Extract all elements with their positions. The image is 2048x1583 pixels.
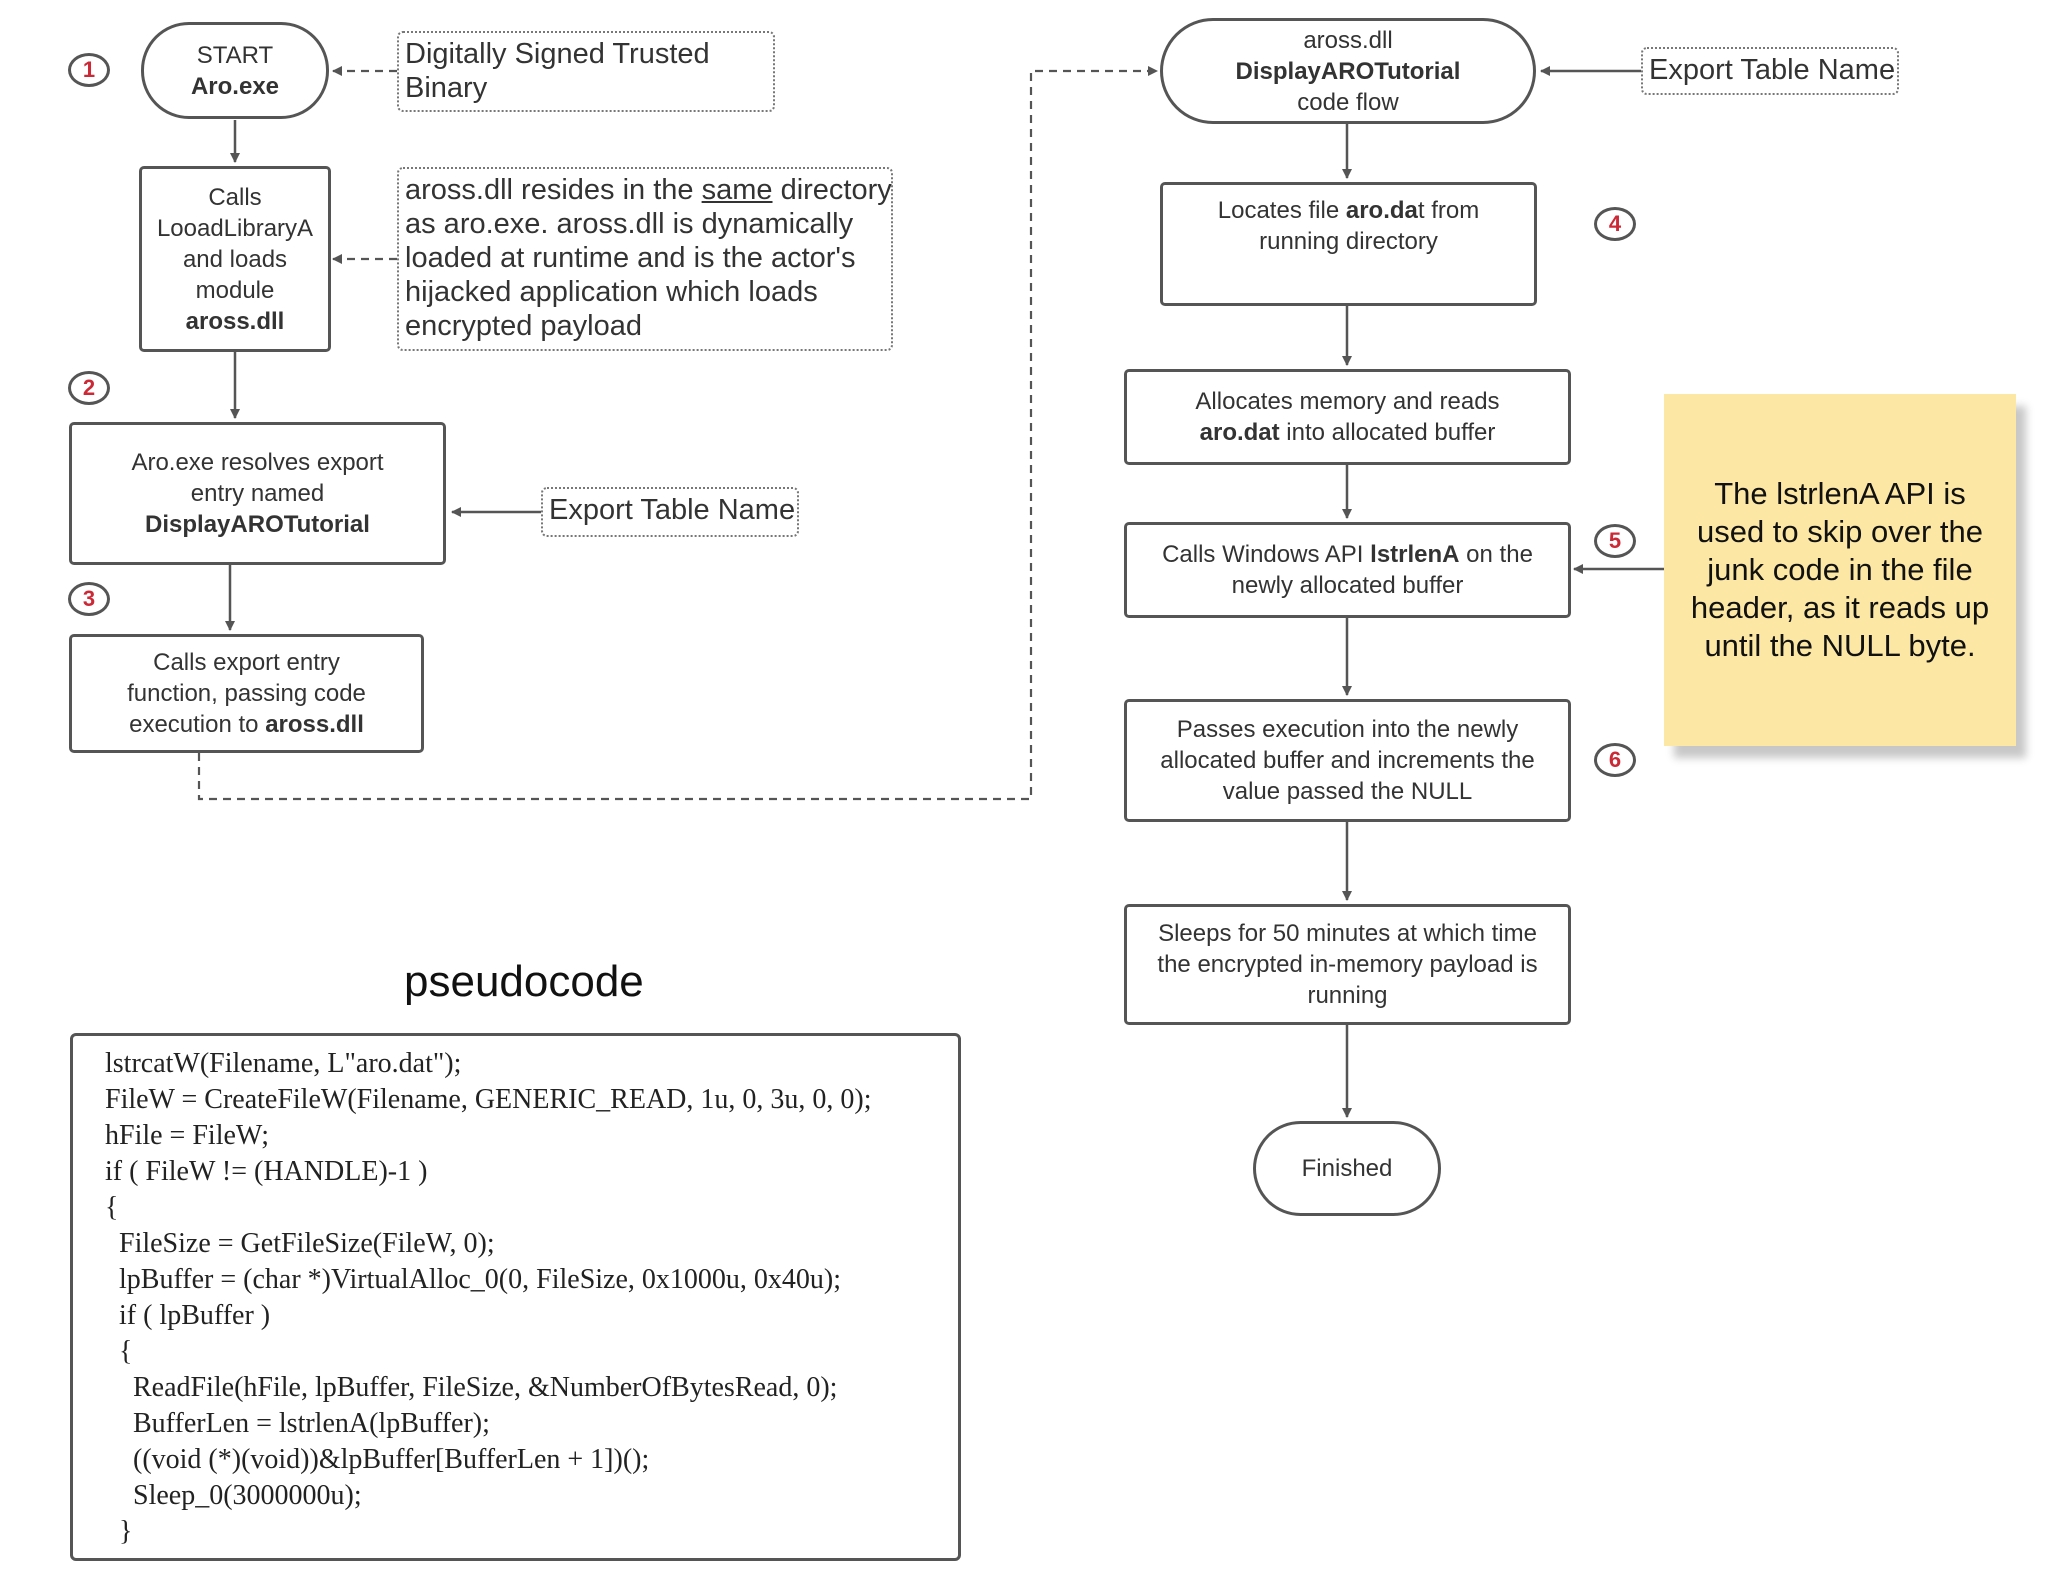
code-line: if ( lpBuffer ): [105, 1300, 271, 1331]
pass-line-1: Passes execution into the newly: [1176, 716, 1519, 743]
code-line: ((void (*)(void))&lpBuffer[BufferLen + 1…: [105, 1444, 650, 1475]
step-badge-3: 3: [68, 582, 110, 616]
code-line: {: [105, 1336, 133, 1367]
step-badge-5: 5: [1594, 524, 1636, 558]
allocate-suffix: into allocated buffer: [1279, 419, 1496, 446]
locate-line-1: Locates file aro.dat from: [1218, 195, 1479, 226]
allocate-memory-node: Allocates memory and reads aro.dat into …: [1124, 369, 1571, 465]
resolve-export-node: Aro.exe resolves export entry named Disp…: [69, 422, 446, 565]
lstrlena-line-1: Calls Windows API lstrlenA on the: [1162, 539, 1533, 570]
code-line: BufferLen = lstrlenA(lpBuffer);: [105, 1408, 490, 1439]
code-line: if ( FileW != (HANDLE)-1 ): [105, 1156, 428, 1187]
resolve-line-2: entry named: [190, 480, 325, 507]
sleep-node: Sleeps for 50 minutes at which time the …: [1124, 904, 1571, 1025]
finished-node: Finished: [1253, 1121, 1441, 1216]
allocate-line-2: aro.dat into allocated buffer: [1200, 417, 1496, 448]
pseudocode-title: pseudocode: [404, 957, 644, 1006]
sleep-line-1: Sleeps for 50 minutes at which time: [1158, 920, 1537, 947]
dll-entry-node: aross.dll DisplayAROTutorial code flow: [1160, 18, 1536, 124]
locate-file-node: Locates file aro.dat from running direct…: [1160, 182, 1537, 306]
export-table-name-note-right: Export Table Name: [1641, 47, 1899, 95]
export-table-name-note-left: Export Table Name: [541, 487, 799, 537]
hijack-note-line-4: hijacked application which loads: [405, 276, 818, 308]
hijack-note-line-1-before: aross.dll resides in the: [405, 174, 702, 206]
dashed-cross-flow-connector: [197, 66, 1158, 801]
loadlibrary-line-4: module: [195, 276, 275, 304]
start-binary-name: Aro.exe: [190, 72, 280, 100]
signed-note-line-1: Digitally Signed Trusted: [405, 38, 710, 70]
signed-note-line-2: Binary: [405, 72, 488, 104]
loadlibrary-line-3: and loads: [182, 245, 288, 273]
loadlibrary-node: Calls LooadLibraryA and loads module aro…: [139, 166, 331, 352]
step-badge-1: 1: [68, 53, 110, 87]
code-line: FileW = CreateFileW(Filename, GENERIC_RE…: [105, 1084, 872, 1115]
loadlibrary-module-name: aross.dll: [185, 307, 285, 335]
call-export-line-3-prefix: execution to: [129, 711, 266, 738]
code-line: hFile = FileW;: [105, 1120, 270, 1151]
step-badge-2: 2: [68, 371, 110, 405]
call-export-line-3: execution to aross.dll: [129, 709, 364, 740]
call-export-dll-name: aross.dll: [265, 711, 364, 738]
pseudocode-block: lstrcatW(Filename, L"aro.dat"); FileW = …: [70, 1033, 961, 1561]
hijack-note-line-3: loaded at runtime and is the actor's: [405, 242, 856, 274]
start-label: START: [196, 41, 274, 69]
sticky-note: The lstrlenA API is used to skip over th…: [1664, 394, 2016, 746]
lstrlena-line-2: newly allocated buffer: [1231, 572, 1464, 599]
loadlibrary-line-2: LooadLibraryA: [156, 214, 314, 242]
step-badge-4: 4: [1594, 207, 1636, 241]
sleep-line-3: running: [1307, 982, 1388, 1009]
allocate-line-1: Allocates memory and reads: [1195, 388, 1500, 415]
step-badge-6: 6: [1594, 743, 1636, 777]
call-export-line-2: function, passing code: [127, 680, 366, 707]
sleep-line-2: the encrypted in-memory payload is: [1157, 951, 1538, 978]
allocate-file-name: aro.dat: [1199, 419, 1280, 446]
code-line: }: [105, 1516, 133, 1547]
call-export-node: Calls export entry function, passing cod…: [69, 634, 424, 753]
code-line: FileSize = GetFileSize(FileW, 0);: [105, 1228, 495, 1259]
lstrlena-prefix: Calls Windows API: [1162, 541, 1371, 568]
loadlibrary-line-1: Calls: [208, 183, 262, 211]
dll-entry-line-1: aross.dll: [1303, 26, 1393, 54]
locate-prefix: Locates file: [1217, 197, 1346, 224]
code-line: lstrcatW(Filename, L"aro.dat");: [105, 1048, 462, 1079]
lstrlena-api-name: lstrlenA: [1370, 541, 1460, 568]
locate-suffix: t from: [1417, 197, 1480, 224]
start-node: START Aro.exe: [141, 22, 329, 119]
locate-line-2: running directory: [1259, 228, 1438, 255]
hijack-note-line-1: aross.dll resides in the same directory: [405, 173, 892, 207]
call-lstrlena-node: Calls Windows API lstrlenA on the newly …: [1124, 522, 1571, 618]
pass-line-2: allocated buffer and increments the: [1160, 747, 1535, 774]
code-line: ReadFile(hFile, lpBuffer, FileSize, &Num…: [105, 1372, 838, 1403]
dll-hijack-note: aross.dll resides in the same directory …: [397, 167, 893, 351]
code-line: lpBuffer = (char *)VirtualAlloc_0(0, Fil…: [105, 1264, 841, 1295]
locate-file-name: aro.da: [1345, 197, 1418, 224]
code-line: Sleep_0(3000000u);: [105, 1480, 362, 1511]
lstrlena-suffix: on the: [1459, 541, 1533, 568]
pass-line-3: value passed the NULL: [1222, 778, 1473, 805]
hijack-note-line-1-after: directory: [772, 174, 892, 206]
hijack-note-line-5: encrypted payload: [405, 310, 642, 342]
hijack-note-underlined-word: same: [701, 174, 773, 206]
pass-execution-node: Passes execution into the newly allocate…: [1124, 699, 1571, 822]
code-line: {: [105, 1192, 119, 1223]
resolve-export-name: DisplayAROTutorial: [145, 511, 370, 538]
resolve-line-1: Aro.exe resolves export: [131, 449, 384, 476]
dll-entry-export-name: DisplayAROTutorial: [1235, 57, 1461, 85]
call-export-line-1: Calls export entry: [153, 649, 340, 676]
dll-entry-line-3: code flow: [1297, 88, 1399, 116]
signed-binary-note: Digitally Signed Trusted Binary: [397, 31, 775, 112]
hijack-note-line-2: as aro.exe. aross.dll is dynamically: [405, 208, 854, 240]
